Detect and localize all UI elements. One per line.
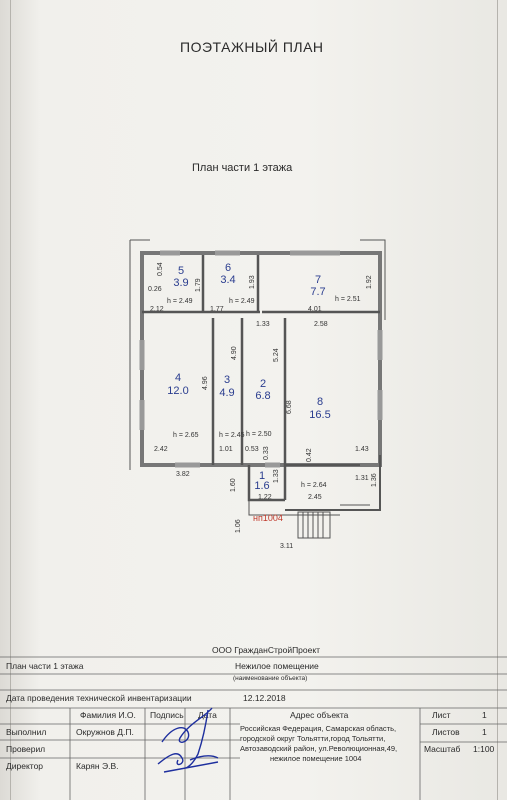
right-margin-line xyxy=(497,0,498,800)
windows xyxy=(139,250,383,468)
room-6-area: 3.4 xyxy=(220,274,235,286)
stamp-sheet-label: Лист xyxy=(432,710,451,720)
dim: 2.42 xyxy=(154,446,168,453)
dim: 1.92 xyxy=(366,275,373,289)
height-room-3: h = 2.45 xyxy=(219,432,245,439)
dim: 1.36 xyxy=(371,473,378,487)
stamp-object-name: Нежилое помещение xyxy=(235,661,319,671)
room-1-number: 1 xyxy=(259,470,265,482)
room-3-area: 4.9 xyxy=(219,387,234,399)
stamp-sheets-label: Листов xyxy=(432,727,460,737)
room-6-number: 6 xyxy=(225,262,231,274)
room-1-area: 1.6 xyxy=(254,480,269,492)
dim: 2.45 xyxy=(308,494,322,501)
title-block-grid xyxy=(0,656,507,800)
stamp-role-performed: Выполнил xyxy=(6,727,47,737)
stamp-address-line-1: Российская Федерация, Самарская область, xyxy=(240,724,397,733)
outer-wall-top-ext xyxy=(130,239,386,320)
stamp-org: ООО ГражданСтройПроект xyxy=(212,645,321,655)
stamp-address-line-4: нежилое помещение 1004 xyxy=(270,754,362,763)
height-room-4: h = 2.65 xyxy=(173,432,199,439)
stamp-name-performed: Окружнов Д.П. xyxy=(76,727,134,737)
height-room-5: h = 2.49 xyxy=(167,298,193,305)
floor-plan: 5 3.9 6 3.4 7 7.7 4 12.0 3 4.9 2 6.8 8 1… xyxy=(129,239,386,550)
room-3-number: 3 xyxy=(224,374,230,386)
dim: 1.22 xyxy=(258,494,272,501)
stamp-plan-part: План части 1 этажа xyxy=(6,661,84,671)
stamp-address-line-2: городской округ Тольятти,город Тольятти, xyxy=(240,734,386,743)
room-5-number: 5 xyxy=(178,265,184,277)
stamp-address-line-3: Автозаводский район, ул.Революционная,49… xyxy=(240,744,398,753)
stamp-inventory-date: 12.12.2018 xyxy=(243,693,286,703)
stamp-sheets-value: 1 xyxy=(482,727,487,737)
height-room-8: h = 2.64 xyxy=(301,482,327,489)
dim: 1.43 xyxy=(355,446,369,453)
dim: 4.96 xyxy=(202,376,209,390)
stamp-role-director: Директор xyxy=(6,761,44,771)
stamp-col-sign: Подпись xyxy=(150,710,184,720)
stamp-inventory-label: Дата проведения технической инвентаризац… xyxy=(6,693,192,703)
dim: 4.90 xyxy=(231,346,238,360)
page-title: ПОЭТАЖНЫЙ ПЛАН xyxy=(180,39,324,55)
height-room-7: h = 2.51 xyxy=(335,296,361,303)
stamp-sheet-value: 1 xyxy=(482,710,487,720)
dim: 0.54 xyxy=(157,262,164,276)
stamp-role-checked: Проверил xyxy=(6,744,46,754)
stamp-object-caption: (наименование объекта) xyxy=(233,675,308,682)
dim: 2.12 xyxy=(150,306,164,313)
room-5-area: 3.9 xyxy=(173,277,188,289)
dim: 1.06 xyxy=(235,519,242,533)
dim: 1.33 xyxy=(256,321,270,328)
dim: 1.33 xyxy=(273,469,280,483)
room-7-number: 7 xyxy=(315,274,321,286)
dim: 0.33 xyxy=(263,446,270,460)
dim: 1.77 xyxy=(210,306,224,313)
room-4-area: 12.0 xyxy=(167,385,188,397)
dim: 6.68 xyxy=(286,400,293,414)
dim: 0.42 xyxy=(306,448,313,462)
stamp-col-name: Фамилия И.О. xyxy=(80,710,136,720)
dim: 1.01 xyxy=(219,446,233,453)
premise-label: нп1004 xyxy=(253,513,283,523)
height-room-6: h = 2.49 xyxy=(229,298,255,305)
dim: 5.24 xyxy=(273,348,280,362)
room-8-number: 8 xyxy=(317,396,323,408)
handwritten-signature xyxy=(157,707,219,773)
stamp-scale-label: Масштаб xyxy=(424,744,461,754)
dim: 1.79 xyxy=(195,278,202,292)
dim: 4.01 xyxy=(308,306,322,313)
stamp-name-director: Карян Э.В. xyxy=(76,761,119,771)
title-block: ООО ГражданСтройПроект Нежилое помещение… xyxy=(0,640,507,800)
dim: 1.93 xyxy=(249,275,256,289)
stamp-scale-value: 1:100 xyxy=(473,744,495,754)
dim: 1.60 xyxy=(230,478,237,492)
entry-porch xyxy=(248,500,370,516)
stairs xyxy=(297,511,331,539)
dim: 2.58 xyxy=(314,321,328,328)
height-room-2: h = 2.50 xyxy=(246,431,272,438)
dim: 3.11 xyxy=(280,543,293,550)
room-2-number: 2 xyxy=(260,378,266,390)
dim: 0.26 xyxy=(148,286,162,293)
room-7-area: 7.7 xyxy=(310,286,325,298)
room-4-number: 4 xyxy=(175,372,181,384)
plan-title: План части 1 этажа xyxy=(192,162,293,174)
room-2-area: 6.8 xyxy=(255,390,270,402)
stamp-col-address: Адрес объекта xyxy=(290,710,349,720)
dim: 0.53 xyxy=(245,446,259,453)
left-margin-line xyxy=(10,0,11,800)
room-8-area: 16.5 xyxy=(309,409,330,421)
wall-8-bottom xyxy=(285,455,381,511)
dim: 1.31 xyxy=(355,475,369,482)
dim: 3.82 xyxy=(176,471,190,478)
